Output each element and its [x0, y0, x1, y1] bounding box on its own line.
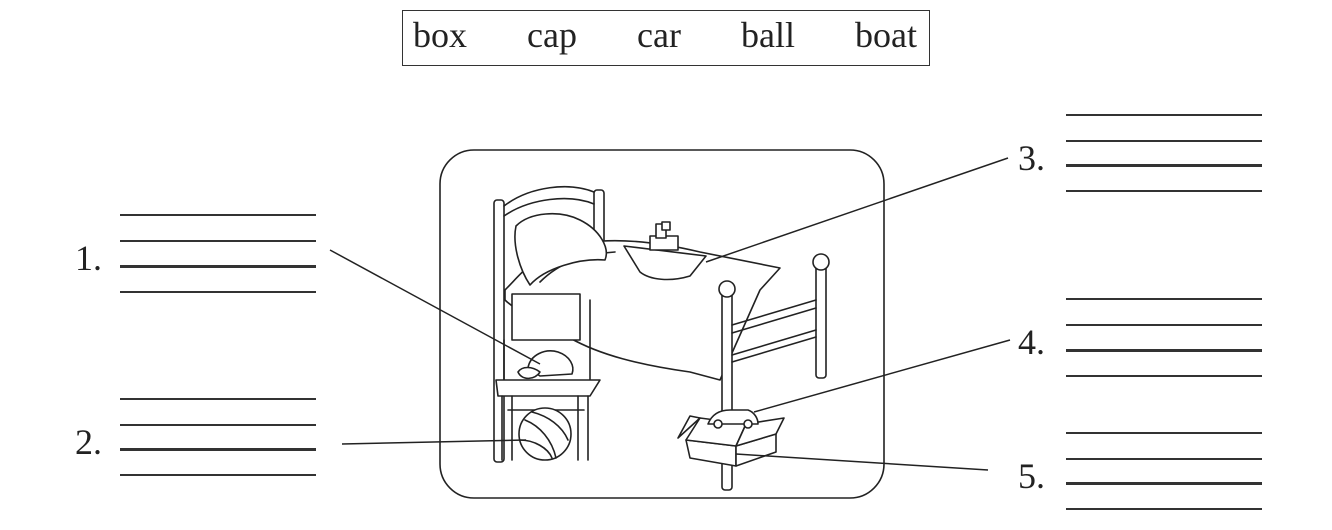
item-number-5: 5.	[1018, 456, 1045, 496]
item-number-1: 1.	[75, 238, 102, 278]
writing-lines-2[interactable]	[120, 398, 316, 478]
word-ball: ball	[740, 15, 795, 55]
item-number-2: 2.	[75, 422, 102, 462]
boat-icon	[623, 221, 707, 281]
word-cap: cap	[527, 15, 577, 55]
item-number-3: 3.	[1018, 138, 1045, 178]
box-icon	[677, 415, 785, 467]
cap-icon	[517, 350, 574, 380]
connector-4	[753, 339, 1011, 413]
ball-icon	[518, 407, 572, 461]
word-box: box	[413, 15, 467, 55]
connector-3	[705, 157, 1009, 263]
connector-5	[735, 453, 989, 471]
writing-lines-5[interactable]	[1066, 432, 1262, 512]
word-boat: boat	[854, 15, 917, 55]
word-bank: box cap car ball boat	[402, 10, 930, 66]
picture-frame	[439, 149, 885, 499]
writing-lines-4[interactable]	[1066, 298, 1262, 378]
item-number-4: 4.	[1018, 322, 1045, 362]
chair-icon	[495, 293, 601, 461]
connector-2	[341, 439, 527, 445]
writing-lines-3[interactable]	[1066, 114, 1262, 194]
connector-lines	[329, 157, 1011, 471]
car-icon	[707, 409, 759, 429]
pillow-icon	[514, 212, 607, 286]
connector-1	[329, 249, 541, 365]
writing-lines-1[interactable]	[120, 214, 316, 294]
word-car: car	[637, 15, 681, 55]
